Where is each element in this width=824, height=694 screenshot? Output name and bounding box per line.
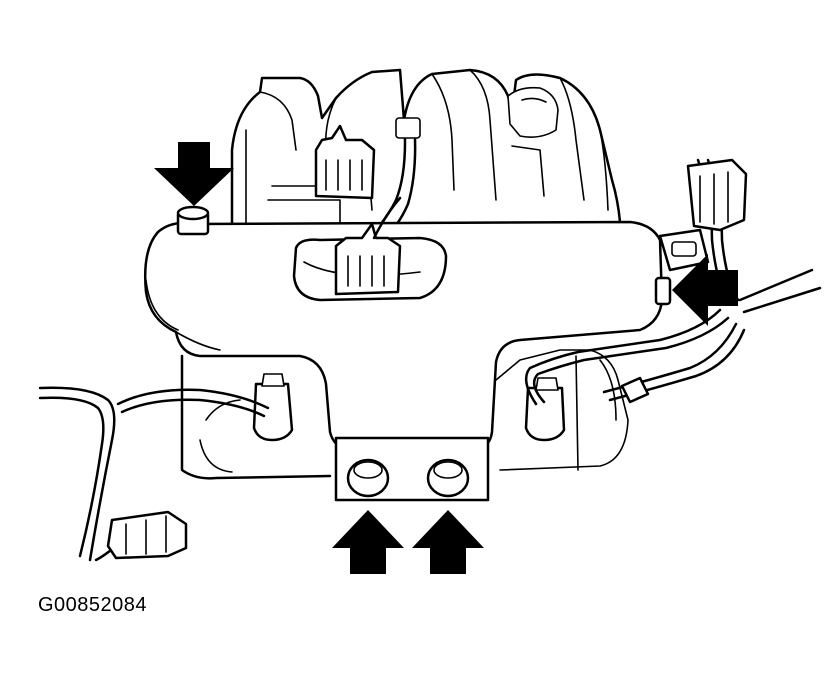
upper-connector [314,124,376,200]
left-connector [106,510,188,560]
cover-bolt-top [176,205,210,236]
cover-window [292,196,448,302]
right-small-clip [620,376,650,404]
right-injector [524,377,566,442]
lower-castings [180,349,629,480]
lower-bolt-left [346,458,390,498]
arrow-side-bolt [672,254,738,326]
left-injector [252,373,294,442]
lower-flange [334,436,490,502]
right-upper-connector [686,158,748,232]
cover-bolt-side [654,276,672,306]
arrow-top-left-bolt [154,142,234,206]
arrow-lower-bolt-right [412,510,484,574]
right-sensor-connector [658,228,710,272]
lower-bolt-right [426,458,470,498]
left-wire-harness [38,386,270,562]
intake-manifold-body [230,68,622,240]
arrow-lower-bolt-left [332,510,404,574]
figure-reference-code: G00852084 [38,594,148,616]
